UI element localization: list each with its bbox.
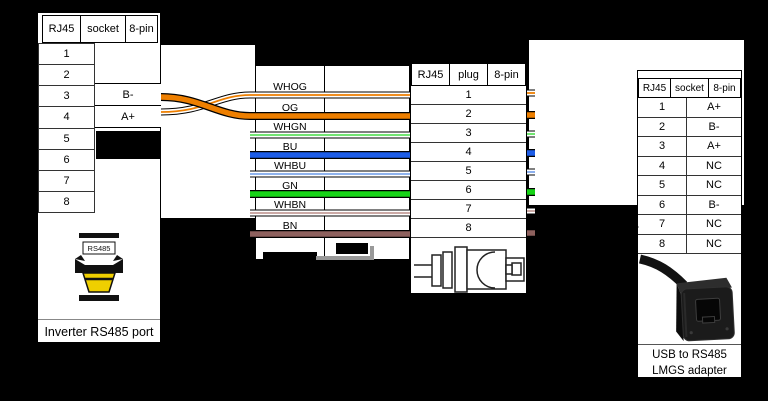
inverter-pin-8: 8: [39, 191, 94, 213]
plug-header-8pin: 8-pin: [487, 63, 526, 86]
adapter-header-rj45: RJ45: [638, 78, 671, 98]
inverter-value-b-minus: B-: [95, 83, 161, 106]
wire-label-bn: BN: [282, 220, 298, 232]
left-gap-panel: [160, 45, 255, 218]
inverter-pin-4: 4: [39, 107, 94, 129]
inverter-pin-6: 6: [39, 149, 94, 171]
adapter-caption: USB to RS485 LMGS adapter: [638, 344, 741, 379]
rs485-port-icon: RS485: [68, 231, 130, 311]
cable-panel: WHOG OG WHGN BU WHBU GN WHBN BN: [255, 65, 410, 263]
inverter-value-a-plus: A+: [95, 106, 161, 128]
wire-label-gn: GN: [282, 180, 298, 192]
wire-label-whbu: WHBU: [273, 160, 307, 172]
inverter-header-socket: socket: [80, 15, 126, 43]
plug-panel: RJ45 plug 8-pin 1 2 3 4 5 6 7 8: [410, 62, 527, 294]
rs485-port-label: RS485: [88, 244, 111, 253]
adapter-header-socket: socket: [670, 78, 709, 98]
wire-label-og: OG: [281, 102, 299, 114]
plug-pin-5: 5: [411, 162, 526, 181]
inverter-header-rj45: RJ45: [42, 15, 81, 43]
plug-pin-3: 3: [411, 124, 526, 143]
wire-label-bu: BU: [282, 141, 298, 153]
plug-pin-1: 1: [411, 86, 526, 105]
redacted-area: [96, 131, 160, 159]
plug-header-rj45: RJ45: [411, 63, 450, 86]
plug-pin-7: 7: [411, 200, 526, 219]
inverter-pin-2: 2: [39, 65, 94, 87]
inverter-header-8pin: 8-pin: [125, 15, 158, 43]
inverter-pin-3: 3: [39, 86, 94, 108]
cable-table-divider: [324, 66, 325, 259]
adapter-table-header: RJ45 socket 8-pin: [638, 78, 741, 98]
inverter-pin-column: 1 2 3 4 5 6 7 8: [38, 43, 95, 213]
wire-label-whog: WHOG: [273, 81, 307, 93]
plug-pin-4: 4: [411, 143, 526, 162]
plug-table-header: RJ45 plug 8-pin: [411, 63, 526, 86]
connection-arrow: [537, 219, 639, 235]
inverter-pin-7: 7: [39, 170, 94, 192]
inverter-pin-5: 5: [39, 128, 94, 150]
rj45-plug-drawing: [411, 238, 526, 294]
cable-jacket: [263, 252, 317, 263]
inverter-panel: RJ45 socket 8-pin 1 2 3 4 5 6 7 8 B- A+ …: [37, 12, 161, 343]
adapter-header-8pin: 8-pin: [708, 78, 741, 98]
adapter-photo: [638, 254, 741, 344]
wire-label-whbn: WHBN: [273, 199, 307, 211]
inverter-caption: Inverter RS485 port: [38, 319, 160, 344]
adapter-caption-line1: USB to RS485: [652, 349, 727, 361]
plug-pin-6: 6: [411, 181, 526, 200]
adapter-caption-line2: LMGS adapter: [652, 365, 727, 377]
plug-pin-rows: 1 2 3 4 5 6 7 8: [411, 86, 526, 238]
inverter-table-header: RJ45 socket 8-pin: [42, 15, 158, 43]
wire-label-whgn: WHGN: [273, 121, 307, 133]
plug-pin-8: 8: [411, 219, 526, 238]
plug-pin-2: 2: [411, 105, 526, 124]
inverter-pin-1: 1: [39, 44, 94, 66]
plug-header-plug: plug: [449, 63, 488, 86]
